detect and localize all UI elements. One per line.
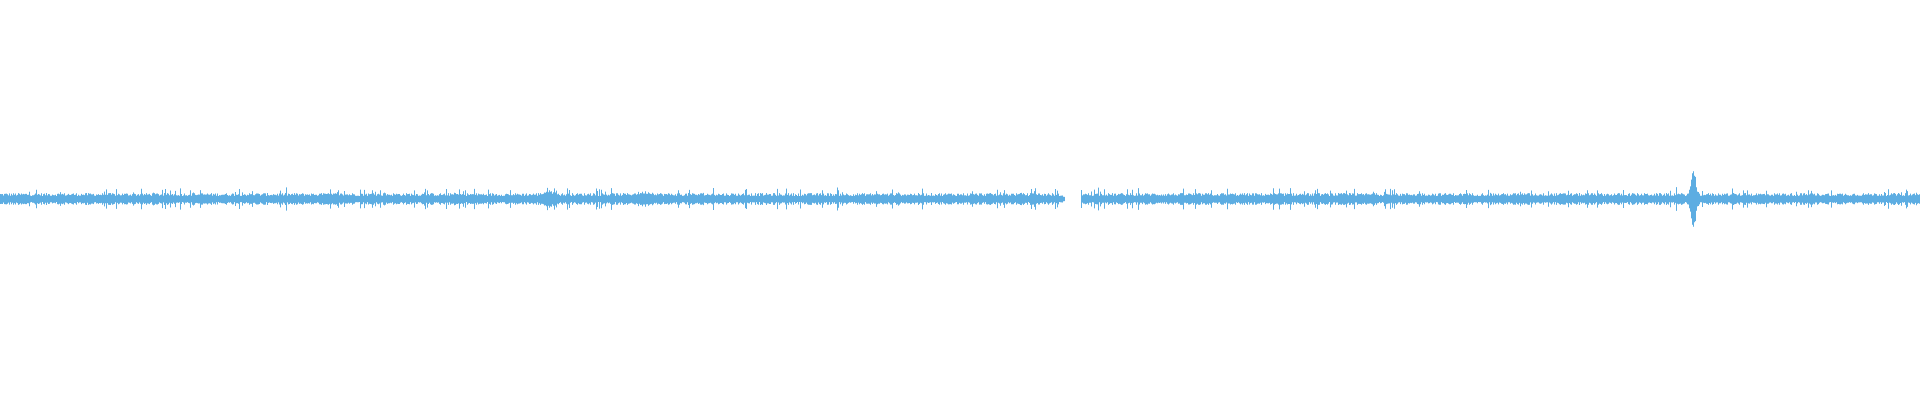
waveform-path — [0, 171, 1920, 227]
waveform-series — [0, 171, 1920, 227]
